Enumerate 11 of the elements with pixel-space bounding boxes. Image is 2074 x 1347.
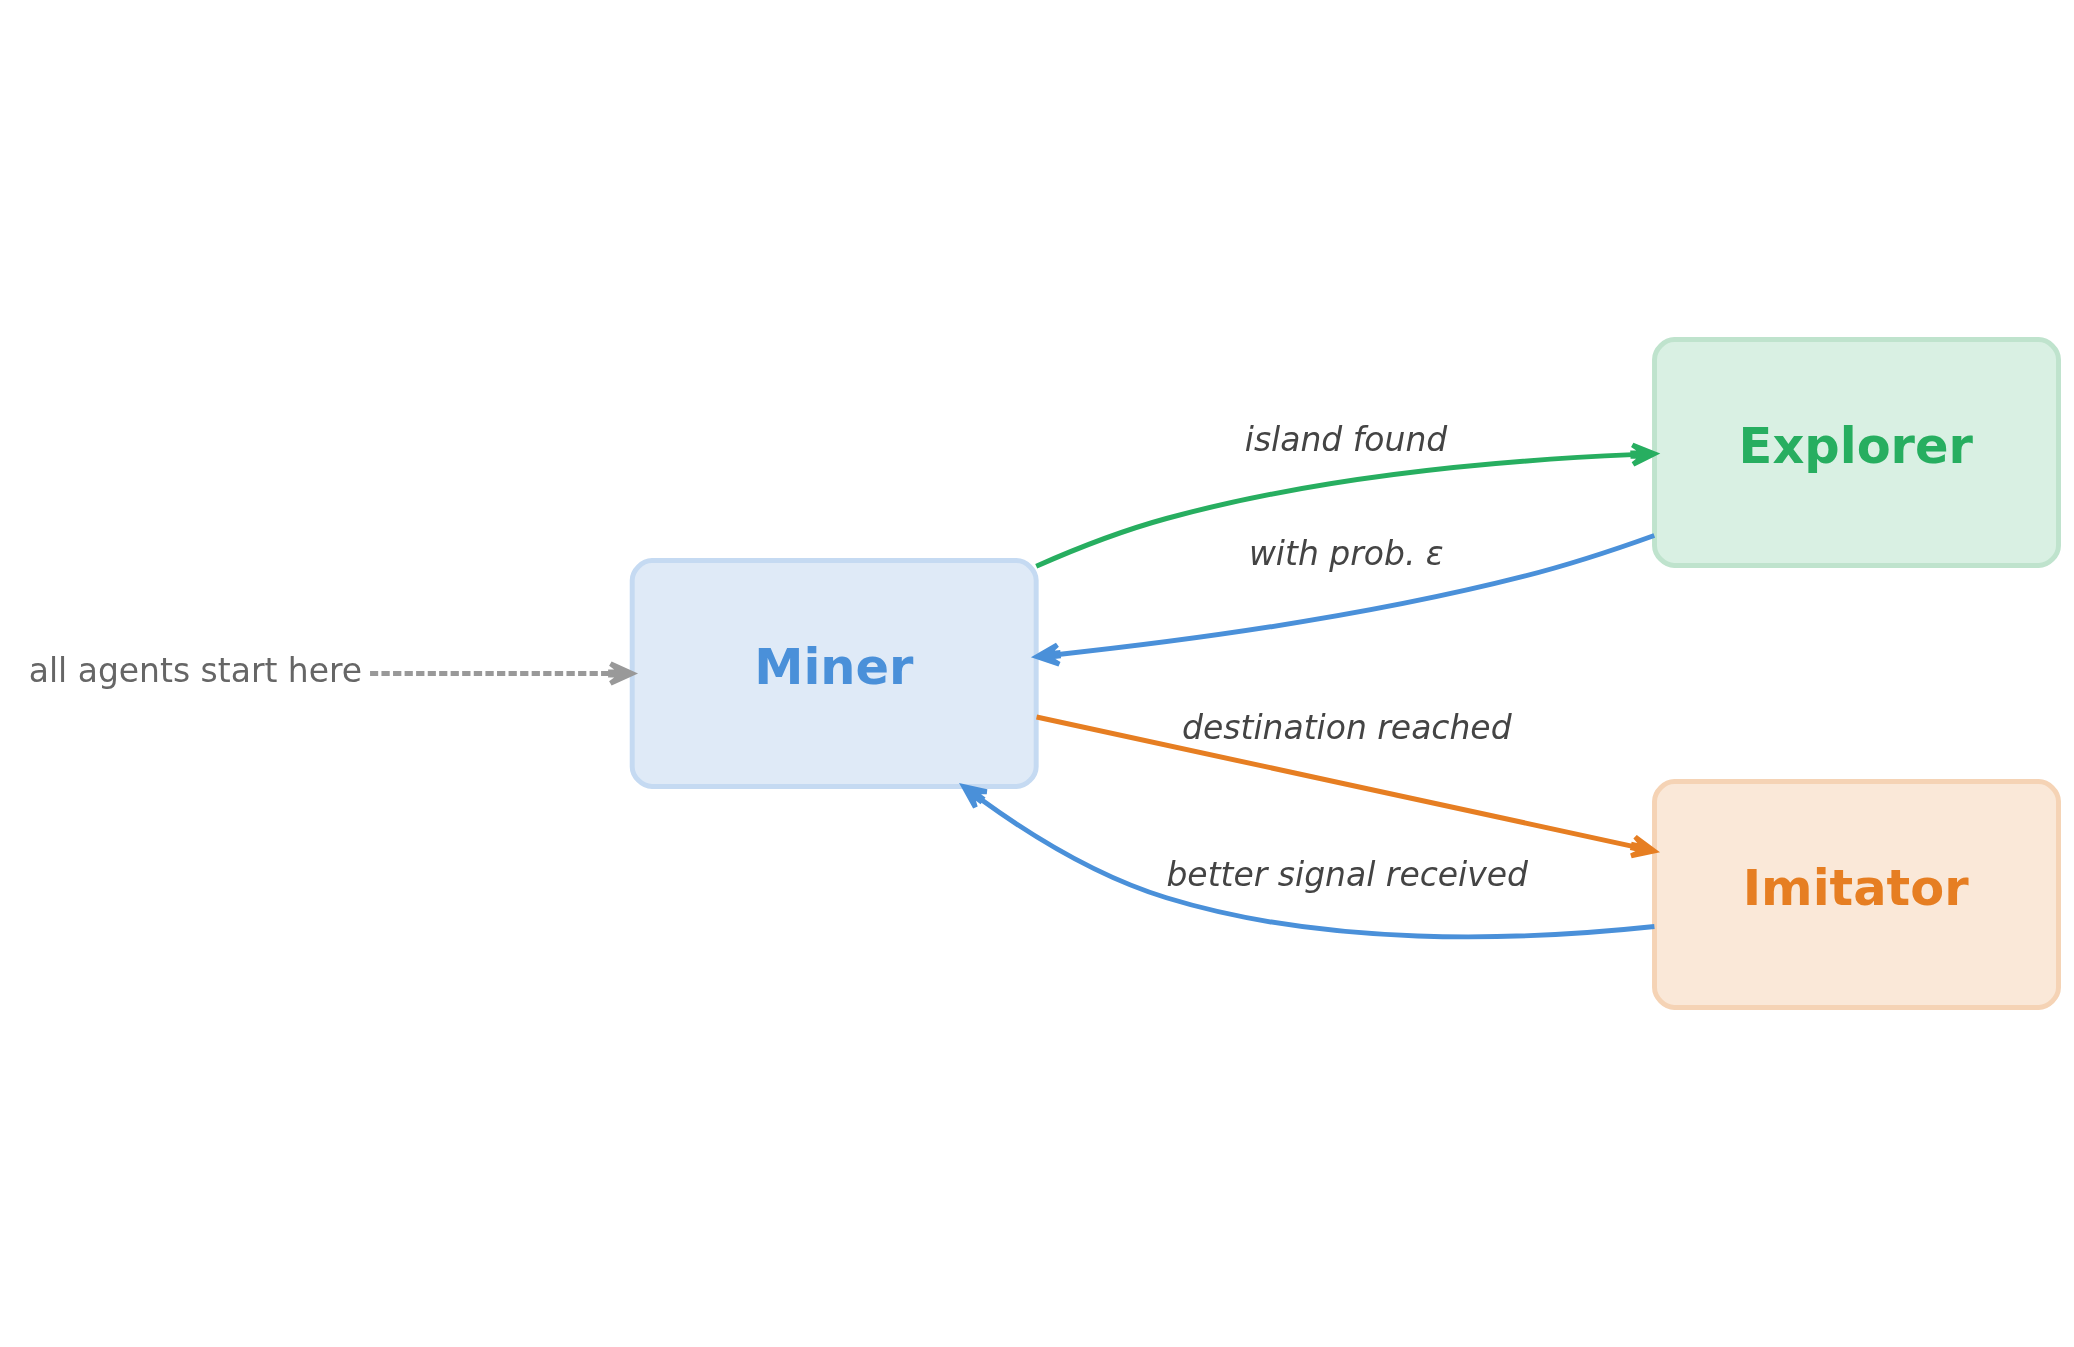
arrow <box>1036 714 1657 859</box>
node-box: Imitator <box>1652 779 2061 1010</box>
edge-label: with prob. ε <box>1248 533 1444 573</box>
node-text: all agents start here <box>28 650 363 690</box>
edge-label: destination reached <box>1182 708 1512 748</box>
node-box: Explorer <box>1652 337 2061 568</box>
edge-label: better signal received <box>1166 855 1528 895</box>
edge-label: island found <box>1244 419 1448 459</box>
arrow <box>1034 533 1656 667</box>
node-box: Miner <box>629 558 1039 789</box>
arrow <box>370 661 635 686</box>
